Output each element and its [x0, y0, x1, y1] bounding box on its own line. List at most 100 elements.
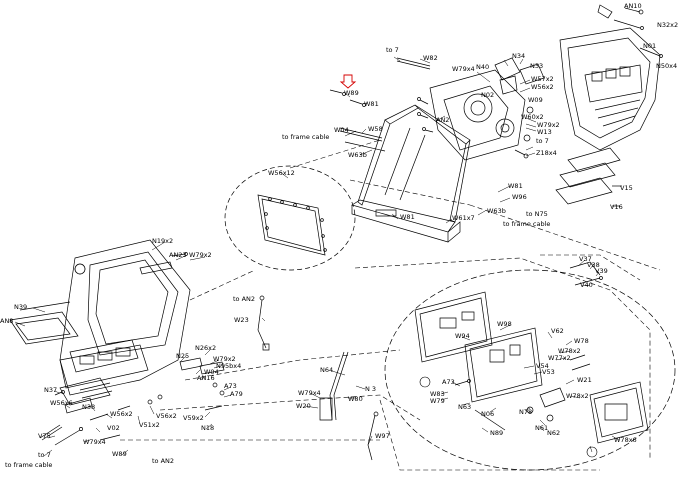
label-v51x2: V51x2: [139, 421, 160, 429]
label-v15: V15: [620, 184, 633, 192]
label-v56x2: V56x2: [156, 412, 177, 420]
label-w04-b: W04: [204, 368, 219, 376]
console-rear-housing: [560, 5, 663, 150]
label-w56x12: W56x12: [268, 169, 295, 177]
label-w79x4-c: W79x4: [298, 389, 321, 397]
label-n18: N18: [201, 424, 215, 432]
label-n34: N34: [512, 52, 526, 60]
callout-circles: [75, 264, 597, 457]
label-w79x2-left: W79x2: [189, 251, 212, 259]
label-w78x2: W78x2: [558, 347, 581, 355]
label-v38: V38: [587, 261, 600, 269]
label-to-frame-cable-top: to frame cable: [282, 133, 330, 141]
label-w81-mid: W81: [508, 182, 523, 190]
label-n78: N78: [519, 408, 533, 416]
front-console-assembly: [60, 240, 190, 405]
label-w63b-mid: W63b: [487, 207, 506, 215]
label-w89-b: W89: [112, 450, 127, 458]
label-w56x2-top: W56x2: [531, 83, 554, 91]
label-n-3: N 3: [365, 385, 377, 393]
label-an2-top: AN2: [436, 116, 450, 124]
label-w77x2: W77x2: [548, 354, 571, 362]
label-n39: N39: [14, 303, 28, 311]
label-n37: N37: [44, 386, 58, 394]
label-a73: A73: [224, 382, 237, 390]
label-w58: W58: [368, 125, 383, 133]
label-w78: W78: [574, 337, 589, 345]
label-w56x6: W56x6: [50, 399, 73, 407]
label-w78x2-b: W78x2: [566, 392, 589, 400]
label-w57x2: W57x2: [531, 75, 554, 83]
label-n62: N62: [547, 429, 561, 437]
label-an23: AN23: [169, 251, 187, 259]
label-n32x2: N32x2: [657, 21, 679, 29]
label-n50x4: N50x4: [656, 62, 678, 70]
label-w79x4-top: W79x4: [452, 65, 475, 73]
overlay-an8-n39: [10, 302, 78, 344]
label-w81-frame: W81: [400, 213, 415, 221]
label-w21: W21: [577, 376, 592, 384]
label-w20: W20: [296, 402, 311, 410]
touchscreen-group: [225, 166, 355, 270]
label-to-n75: to N75: [526, 210, 548, 218]
connector-cluster-middle: [180, 358, 224, 410]
label-v54: V54: [536, 362, 549, 370]
routing-lines: [120, 140, 660, 470]
label-n89: N89: [490, 429, 504, 437]
label-v75: V75: [38, 432, 51, 440]
label-to7-mid: to 7: [536, 137, 549, 145]
cable-w23: [258, 296, 269, 350]
label-a79: A79: [230, 390, 243, 398]
label-n06: N06: [481, 410, 495, 418]
label-w78x6: W78x6: [614, 436, 637, 444]
label-w09: W09: [528, 96, 543, 104]
label-n95bx4: N95bx4: [216, 362, 242, 370]
label-n38: N38: [82, 403, 96, 411]
label-v37: V37: [579, 255, 592, 263]
bottom-left-hardware: [40, 391, 162, 446]
console-electronics-assembly: [418, 58, 545, 160]
label-to-an2-b: to AN2: [152, 457, 175, 465]
label-an8: AN8: [0, 317, 14, 325]
label-w81-top: W81: [364, 100, 379, 108]
label-w94: W94: [455, 332, 470, 340]
label-w04: W04: [334, 126, 349, 134]
label-n40: N40: [476, 63, 490, 71]
label-v53: V53: [542, 368, 555, 376]
label-n26x2: N26x2: [195, 344, 217, 352]
label-w23: W23: [234, 316, 249, 324]
label-w56x2-b: W56x2: [110, 410, 133, 418]
label-v62: V62: [551, 327, 564, 335]
label-w98: W98: [497, 320, 512, 328]
label-an10: AN10: [624, 2, 642, 10]
label-n02: N02: [481, 91, 495, 99]
label-to7-bottom: to 7: [38, 451, 51, 459]
label-w79x4-b: W79x4: [83, 438, 106, 446]
label-w63b-top: W63b: [348, 151, 367, 159]
label-n25: N25: [176, 352, 190, 360]
label-n01: N01: [643, 42, 657, 50]
label-n19x2: N19x2: [152, 237, 174, 245]
leader-lines: [15, 57, 619, 456]
label-w60x2: W60x2: [521, 113, 544, 121]
label-w96: W96: [512, 193, 527, 201]
label-z18x4: Z18x4: [536, 149, 557, 157]
label-n63: N63: [458, 403, 472, 411]
label-w83: W83: [430, 390, 445, 398]
label-w89: W89: [344, 89, 359, 97]
label-v02: V02: [107, 424, 120, 432]
label-w61x7: W61x7: [452, 214, 475, 222]
label-w97: W97: [375, 432, 390, 440]
label-v59x2: V59x2: [183, 414, 204, 422]
label-w82: W82: [423, 54, 438, 62]
cable-clips-top: [330, 58, 430, 151]
overlay-v15-v16: [556, 148, 622, 206]
label-w79: W79: [430, 397, 445, 405]
label-v40: V40: [580, 281, 593, 289]
label-w79x2-b: W79x2: [213, 355, 236, 363]
label-n33: N33: [530, 62, 544, 70]
label-w79x2-top: W79x2: [537, 121, 560, 129]
label-to7-top: to 7: [386, 46, 399, 54]
console-mounting-frame: [352, 105, 470, 242]
label-w13: W13: [537, 128, 552, 136]
